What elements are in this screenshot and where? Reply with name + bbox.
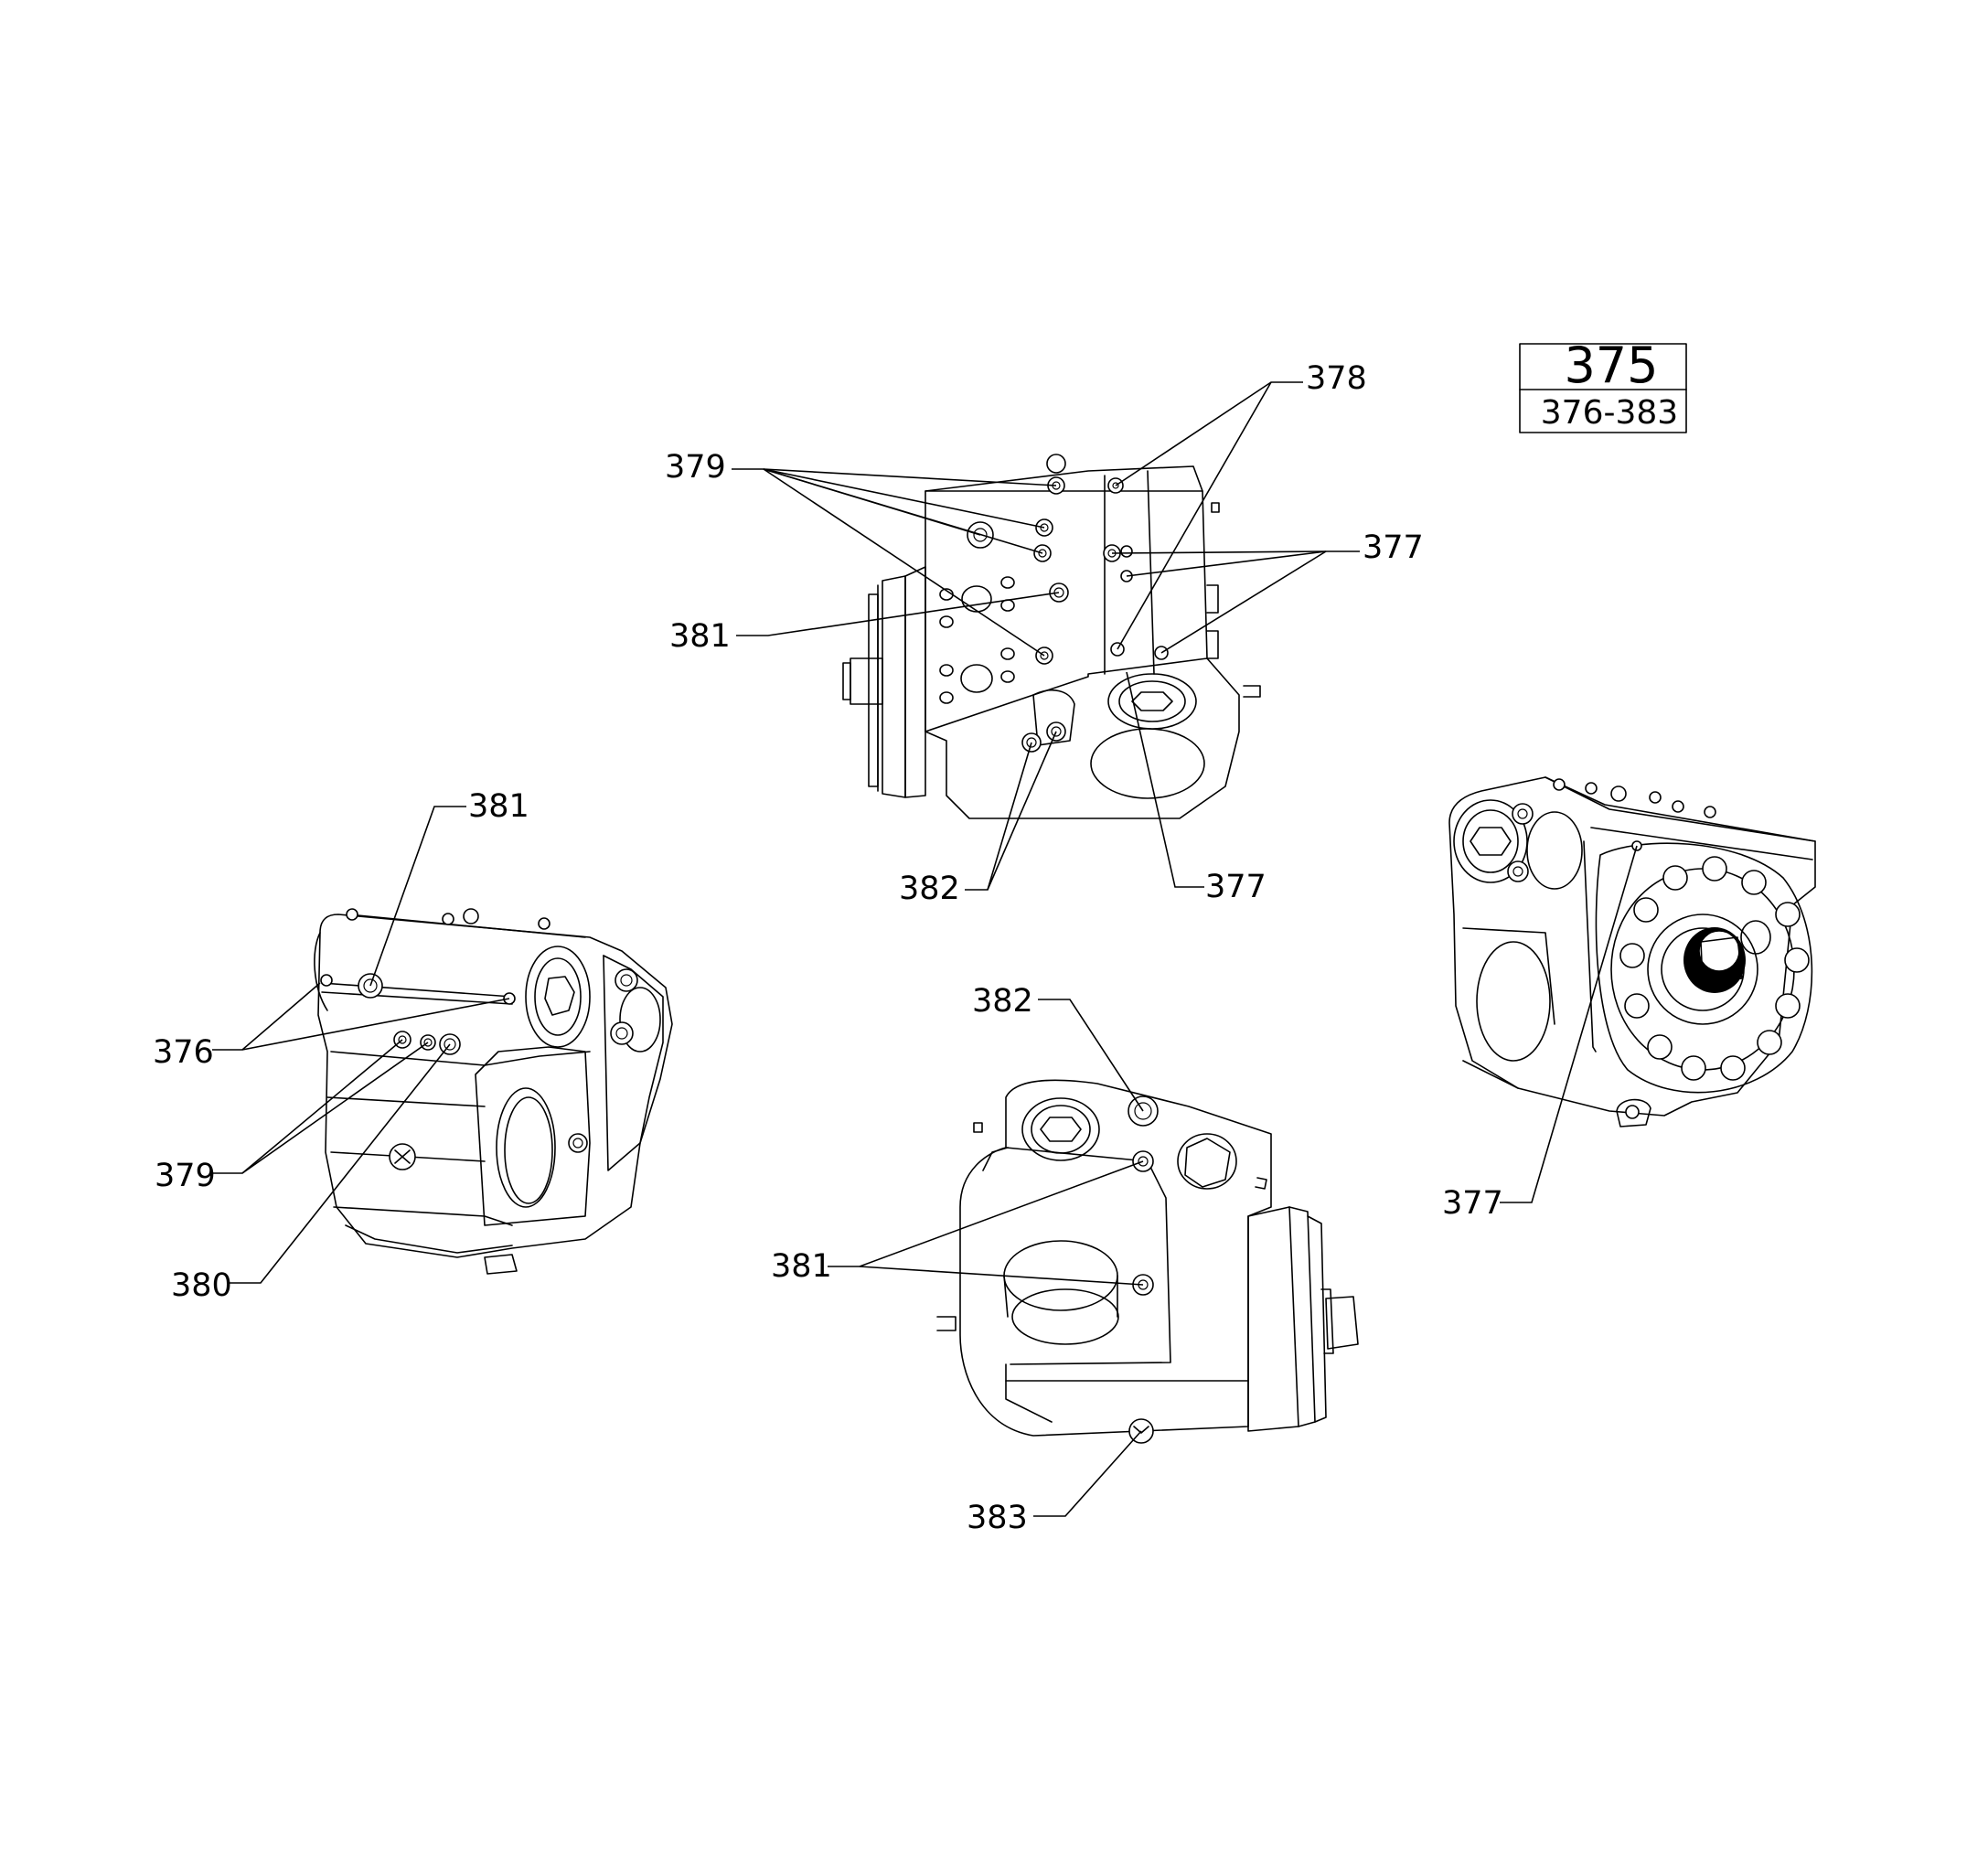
reference-box: 375 376-383 bbox=[1519, 337, 1687, 433]
pump-view-bottom bbox=[936, 1079, 1359, 1444]
callout-382-top: 382 bbox=[899, 871, 960, 907]
callout-376-left: 376 bbox=[153, 1034, 214, 1071]
callout-381-top: 381 bbox=[669, 618, 731, 655]
callout-382-bottom: 382 bbox=[972, 983, 1033, 1020]
callout-377-right: 377 bbox=[1442, 1185, 1503, 1222]
callout-377-top: 377 bbox=[1363, 529, 1424, 566]
callout-379-left: 379 bbox=[155, 1158, 216, 1194]
callout-383-bottom: 383 bbox=[967, 1500, 1028, 1536]
reference-range: 376-383 bbox=[1541, 394, 1678, 432]
leader-lines bbox=[212, 381, 1638, 1517]
callout-381-bottom: 381 bbox=[771, 1248, 832, 1285]
reference-main-number: 375 bbox=[1564, 337, 1658, 394]
callout-378-top: 378 bbox=[1306, 360, 1367, 397]
callout-380-left: 380 bbox=[171, 1267, 232, 1304]
pump-view-left bbox=[314, 908, 673, 1275]
callout-379-top: 379 bbox=[665, 449, 726, 486]
callout-381-left: 381 bbox=[468, 788, 529, 825]
pump-view-right bbox=[1448, 776, 1816, 1127]
pump-view-top bbox=[842, 454, 1261, 819]
callout-labels: 378 379 377 381 382 377 381 376 379 380 … bbox=[153, 360, 1503, 1536]
callout-377-top-lower: 377 bbox=[1205, 869, 1267, 905]
